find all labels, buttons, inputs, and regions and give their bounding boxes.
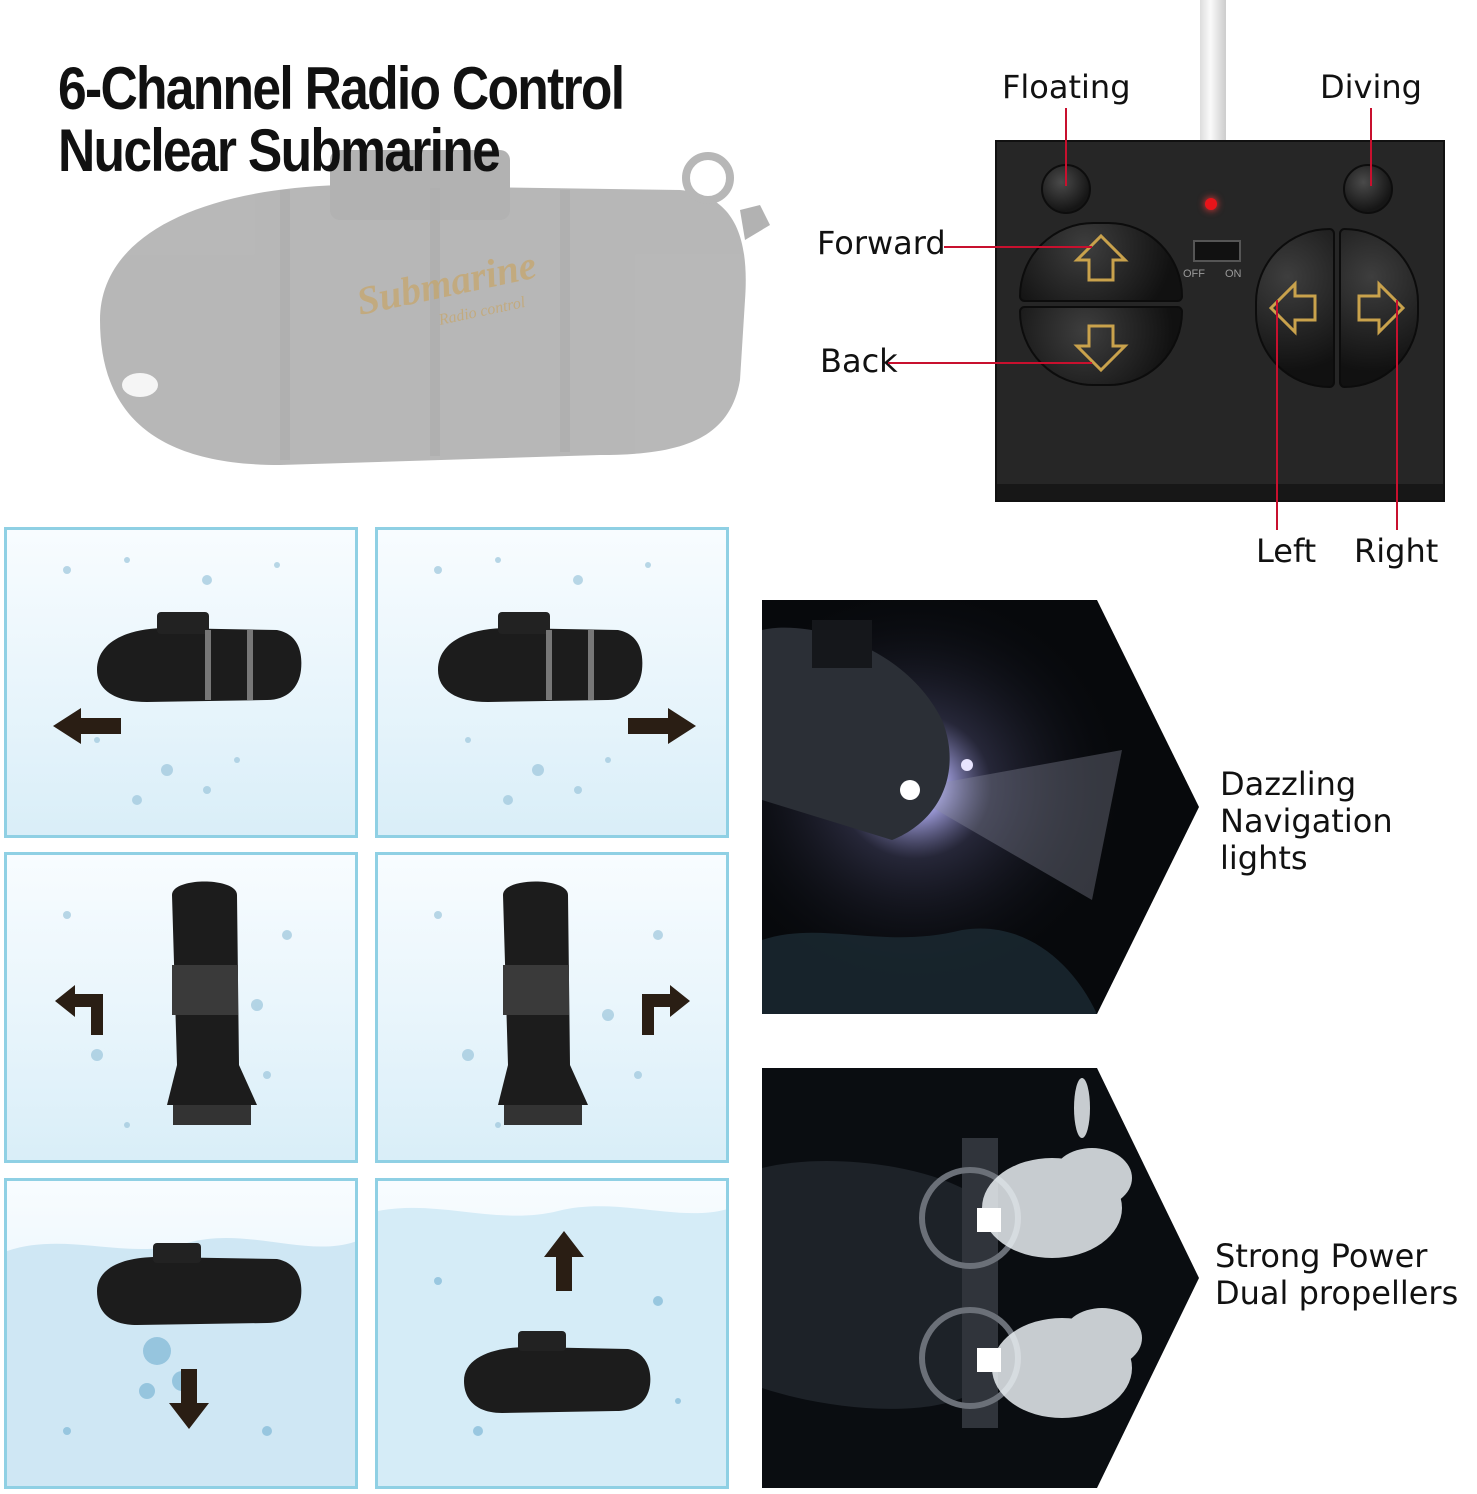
left-pad[interactable] <box>1255 228 1335 388</box>
page-title: 6-Channel Radio Control Nuclear Submarin… <box>58 58 677 182</box>
submarine-vertical-image <box>434 881 663 1128</box>
feature-lights-line-1: Dazzling <box>1220 765 1357 803</box>
submarine-horizontal-image <box>63 557 302 805</box>
diving-leader-line <box>1370 108 1372 186</box>
arrow-right-icon <box>628 708 696 744</box>
diving-button[interactable] <box>1343 164 1393 214</box>
submarine-surfacing-image <box>378 1206 726 1486</box>
arrow-right-icon <box>1357 280 1406 336</box>
remote-base <box>997 484 1443 500</box>
submarine-vertical-image <box>63 881 292 1128</box>
remote-control: OFF ON <box>995 140 1445 502</box>
remote-antenna <box>1200 0 1226 142</box>
floating-leader-line <box>1065 108 1067 186</box>
arrow-down-icon <box>1073 324 1129 373</box>
panel-move-right <box>375 527 729 838</box>
right-leader-line <box>1396 300 1398 530</box>
feature-lights-caption: Dazzling Navigation lights <box>1220 766 1477 877</box>
dual-propellers-image <box>762 1068 1199 1488</box>
feature-propellers-line-2: Dual propellers <box>1215 1274 1459 1312</box>
hero-submarine-image: Submarine Radio control <box>100 150 770 465</box>
title-line-2: Nuclear Submarine <box>58 117 501 184</box>
switch-off-label: OFF <box>1183 268 1205 280</box>
right-label: Right <box>1354 532 1439 570</box>
back-leader-line <box>888 362 1092 364</box>
arrow-up-icon <box>1073 233 1129 282</box>
panel-move-left <box>4 527 358 838</box>
power-led <box>1205 198 1217 210</box>
forward-pad[interactable] <box>1019 222 1183 302</box>
arrow-up-icon <box>544 1231 584 1291</box>
panel-dive-down <box>4 1178 358 1489</box>
title-line-1: 6-Channel Radio Control <box>58 55 625 122</box>
arrow-down-icon <box>169 1369 209 1429</box>
diving-label: Diving <box>1320 68 1422 106</box>
submarine-diving-image <box>7 1237 355 1486</box>
panel-turn-left <box>4 852 358 1163</box>
left-label: Left <box>1256 532 1317 570</box>
floating-label: Floating <box>1002 68 1131 106</box>
back-pad[interactable] <box>1019 306 1183 386</box>
back-label: Back <box>820 342 898 380</box>
panel-turn-right <box>375 852 729 1163</box>
feature-propellers-caption: Strong Power Dual propellers <box>1215 1238 1458 1312</box>
forward-leader-line <box>944 246 1092 248</box>
power-switch[interactable] <box>1193 240 1241 262</box>
arrow-left-icon <box>53 708 121 744</box>
submarine-horizontal-image <box>434 557 651 805</box>
feature-lights-line-2: Navigation lights <box>1220 802 1393 877</box>
right-pad[interactable] <box>1339 228 1419 388</box>
forward-label: Forward <box>817 224 946 262</box>
feature-propellers-line-1: Strong Power <box>1215 1237 1428 1275</box>
turn-left-icon <box>55 985 103 1035</box>
switch-on-label: ON <box>1225 268 1242 280</box>
arrow-left-icon <box>1268 280 1317 336</box>
navigation-lights-image <box>762 600 1199 1014</box>
panel-float-up <box>375 1178 729 1489</box>
left-leader-line <box>1276 300 1278 530</box>
turn-right-icon <box>642 985 690 1035</box>
